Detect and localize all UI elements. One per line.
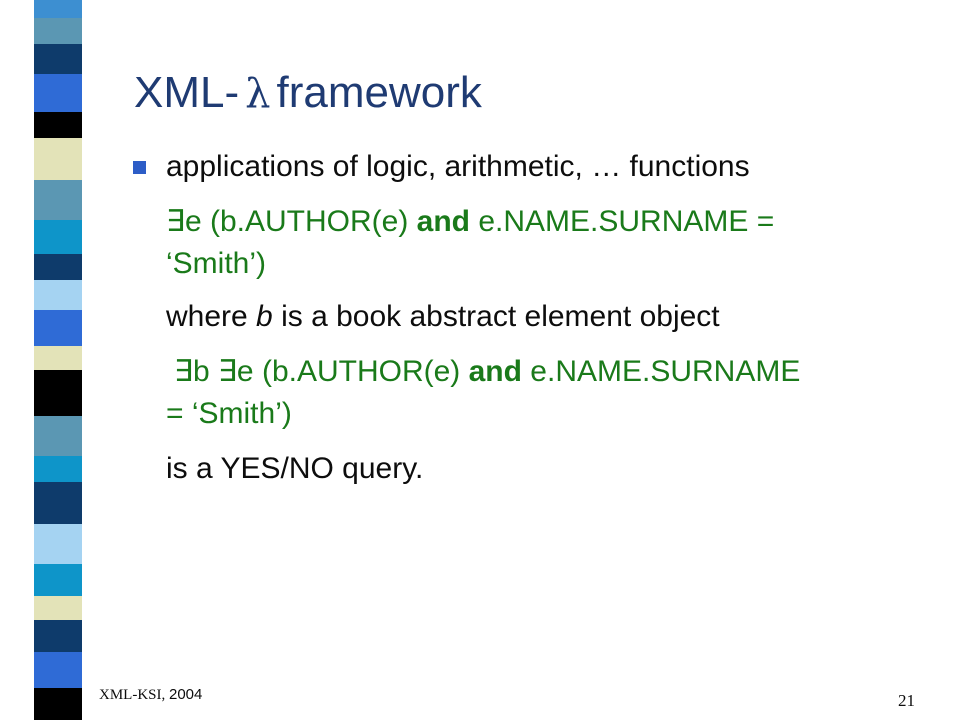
note-1-prefix: where: [166, 300, 257, 333]
decorative-color-strip: [34, 0, 82, 720]
expression-1-line-1: ∃e (b.AUTHOR(e) and e.NAME.SURNAME =: [166, 204, 774, 240]
expression-1-keyword: and: [416, 205, 470, 238]
page-number: 21: [898, 691, 915, 710]
footer-separator: ,: [161, 687, 169, 703]
note-1: where b is a book abstract element objec…: [166, 299, 720, 335]
square-bullet-icon: [133, 161, 146, 174]
expression-2-line-2: = ‘Smith’): [166, 397, 292, 430]
expression-1-part-1: ∃e (b.AUTHOR(e): [166, 205, 417, 238]
title-suffix: framework: [276, 68, 482, 117]
note-1-suffix: is a book abstract element object: [272, 300, 720, 333]
title-prefix: XML-: [134, 68, 240, 117]
footer-ksi: KSI: [137, 687, 162, 703]
expression-1-part-2: e.NAME.SURNAME =: [470, 205, 775, 238]
expression-2-part-2: e.NAME.SURNAME: [521, 355, 801, 388]
note-2: is a YES/NO query.: [166, 452, 424, 485]
expression-1-line-2: ‘Smith’): [166, 247, 267, 280]
expression-2-part-1: ∃b ∃e (b.AUTHOR(e): [174, 355, 469, 388]
bullet-text: applications of logic, arithmetic, … fun…: [166, 150, 750, 183]
expression-2-keyword: and: [468, 355, 522, 388]
footer-xml: XML-: [99, 687, 138, 703]
note-1-variable: b: [256, 300, 273, 333]
footer-year: 2004: [169, 686, 203, 703]
footer-label: XML-KSI, 2004: [99, 686, 202, 704]
expression-2-line-1: ∃b ∃e (b.AUTHOR(e) and e.NAME.SURNAME: [174, 354, 800, 390]
lambda-symbol: λ: [245, 71, 271, 117]
